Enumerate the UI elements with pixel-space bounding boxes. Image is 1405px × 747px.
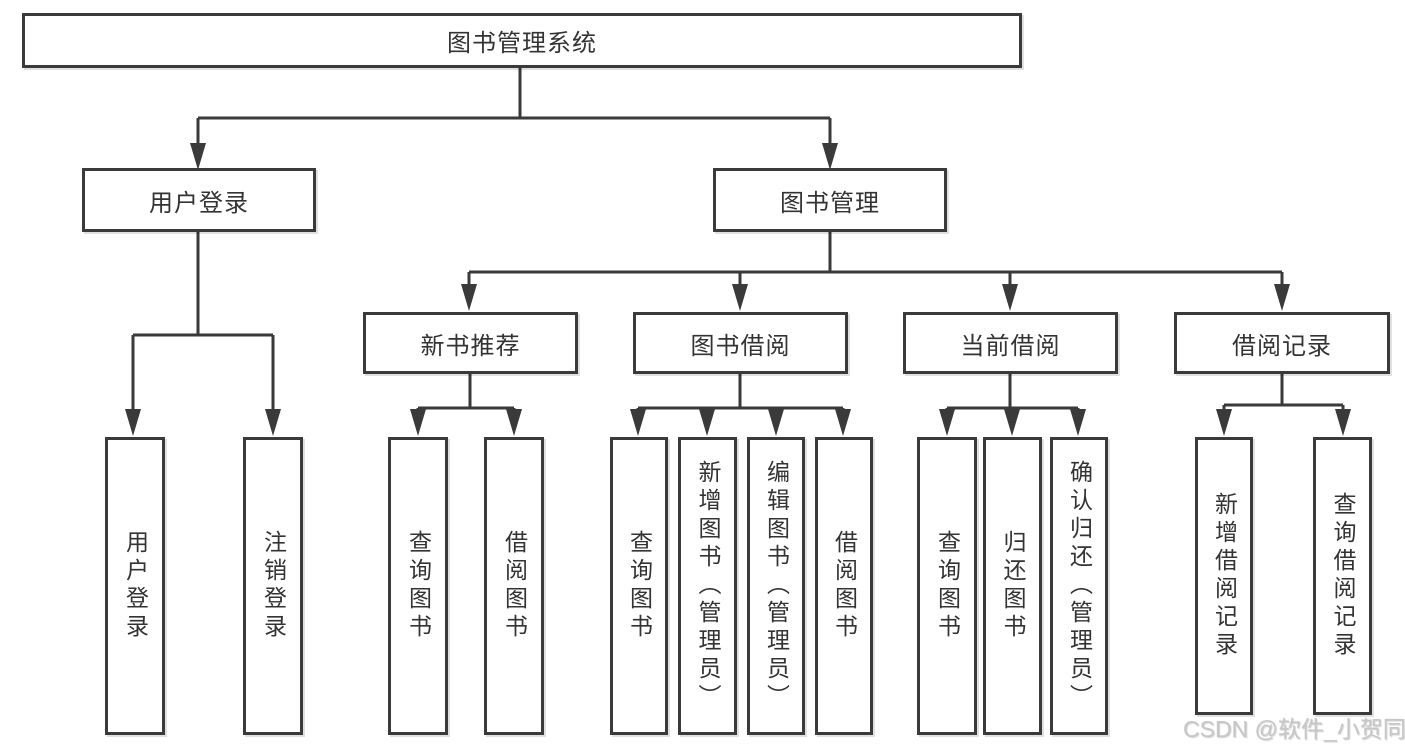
node-leaf-add-borrow-record: 新增借阅记录 — [1195, 437, 1253, 715]
arrowheads — [125, 143, 1351, 436]
node-root-library-management-system: 图书管理系统 — [22, 13, 1022, 68]
branch-new-book-rec — [416, 374, 516, 413]
node-book-management: 图书管理 — [713, 168, 947, 232]
leaf-label: 查询图书 — [626, 530, 653, 642]
node-leaf-add-books-admin: 新增图书（管理员） — [678, 437, 737, 735]
node-leaf-query-borrow-record: 查询借阅记录 — [1313, 437, 1372, 715]
node-leaf-borrow-books-2: 借阅图书 — [815, 437, 873, 735]
leaf-label: 确认归还（管理员） — [1066, 460, 1093, 712]
branch-borrow-records — [1222, 374, 1345, 411]
node-leaf-query-books-1: 查询图书 — [388, 437, 448, 735]
csdn-watermark: CSDN @软件_小贺同学 — [1183, 716, 1405, 742]
node-new-book-recommendation: 新书推荐 — [363, 312, 578, 374]
leaf-label: 借阅图书 — [501, 530, 528, 642]
leaf-label: 用户登录 — [122, 530, 149, 642]
node-leaf-borrow-books-1: 借阅图书 — [484, 437, 544, 735]
leaf-label: 查询图书 — [405, 530, 432, 642]
leaf-label: 查询图书 — [934, 530, 961, 642]
branch-root — [196, 68, 832, 146]
node-leaf-logout: 注销登录 — [243, 437, 303, 735]
leaf-label: 新增借阅记录 — [1211, 492, 1238, 660]
branch-current-borrow — [945, 374, 1080, 413]
leaf-label: 归还图书 — [1000, 530, 1026, 642]
node-leaf-user-login: 用户登录 — [105, 437, 165, 735]
leaf-label: 编辑图书（管理员） — [763, 460, 790, 712]
leaf-label: 注销登录 — [260, 530, 287, 642]
node-user-login: 用户登录 — [82, 168, 316, 232]
node-leaf-return-books: 归还图书 — [983, 437, 1042, 735]
node-leaf-query-books-3: 查询图书 — [917, 437, 977, 735]
branch-book-management — [467, 232, 1284, 288]
leaf-label: 借阅图书 — [831, 530, 858, 642]
node-current-borrowing: 当前借阅 — [903, 312, 1118, 374]
node-leaf-confirm-return-admin: 确认归还（管理员） — [1050, 437, 1108, 735]
leaf-label: 查询借阅记录 — [1330, 492, 1356, 660]
branch-user-login — [131, 232, 275, 412]
node-leaf-query-books-2: 查询图书 — [610, 437, 668, 735]
leaf-label: 新增图书（管理员） — [695, 460, 721, 712]
node-leaf-edit-books-admin: 编辑图书（管理员） — [747, 437, 805, 735]
node-book-borrowing: 图书借阅 — [633, 312, 848, 374]
branch-book-borrow — [636, 374, 845, 413]
node-borrow-records: 借阅记录 — [1174, 312, 1390, 374]
